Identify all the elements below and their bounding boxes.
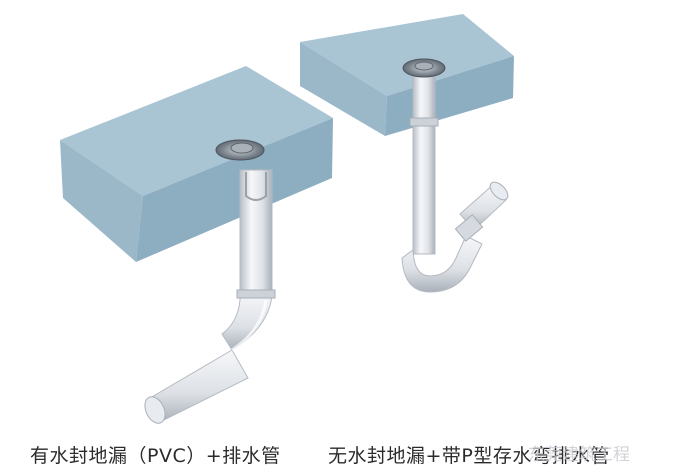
left-drain-pipe bbox=[144, 139, 276, 424]
right-drain-pipe bbox=[401, 58, 509, 293]
left-caption: 有水封地漏（PVC）+排水管 bbox=[30, 445, 281, 467]
left-pipe-vertical-riser bbox=[239, 169, 273, 297]
right-caption: 无水封地漏+带P型存水弯排水管 bbox=[328, 445, 610, 467]
left-pipe-water-seal bbox=[245, 172, 267, 201]
right-pipe-vertical-riser bbox=[412, 73, 436, 255]
left-pipe-open-end bbox=[144, 396, 166, 424]
left-floor-slab bbox=[60, 66, 333, 262]
right-pipe-collar-trap bbox=[454, 214, 484, 242]
right-pipe-collar-top bbox=[409, 117, 439, 127]
right-slab-front bbox=[300, 42, 387, 136]
left-pipe-collar bbox=[236, 289, 276, 299]
left-slab-front bbox=[60, 140, 143, 262]
right-slab-top bbox=[300, 14, 514, 96]
right-pipe-p-trap bbox=[401, 235, 483, 293]
right-pipe-open-end bbox=[489, 181, 509, 201]
watermark-text: 东莞建筑工程 bbox=[528, 445, 630, 465]
left-slab-top bbox=[60, 66, 333, 196]
left-slab-side bbox=[136, 118, 333, 262]
